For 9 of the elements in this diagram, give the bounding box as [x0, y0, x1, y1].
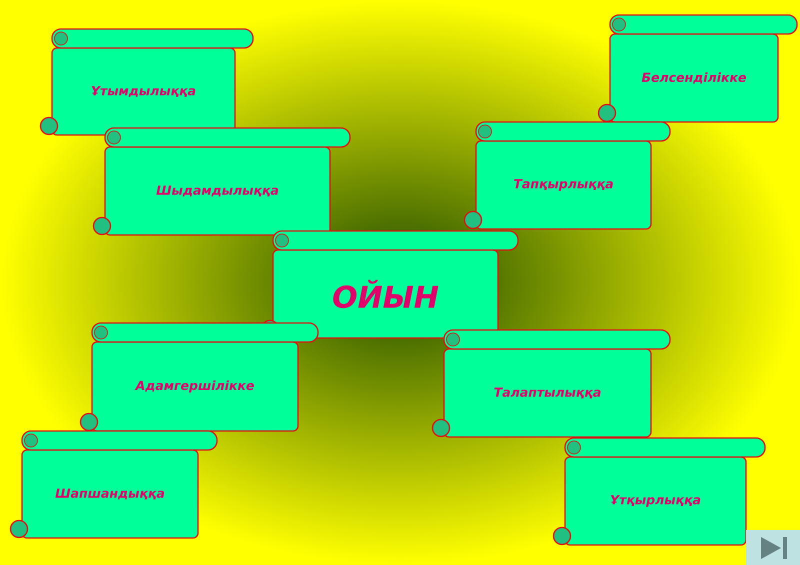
- scroll-banner: Талаптылыққа: [432, 329, 671, 438]
- scroll-banner: Тапқырлыққа: [464, 121, 671, 230]
- scroll-banner: Шыдамдылыққа: [92, 127, 351, 236]
- scroll-banner: Белсенділікке: [598, 14, 798, 123]
- scroll-banner: Шапшандыққа: [10, 430, 218, 539]
- scroll-banner: ОЙЫН: [260, 230, 519, 339]
- scroll-banner: Адамгершілікке: [80, 322, 319, 432]
- scroll-banner: Ұтқырлыққа: [552, 437, 766, 546]
- scroll-banner: Ұтымдылыққа: [40, 28, 254, 136]
